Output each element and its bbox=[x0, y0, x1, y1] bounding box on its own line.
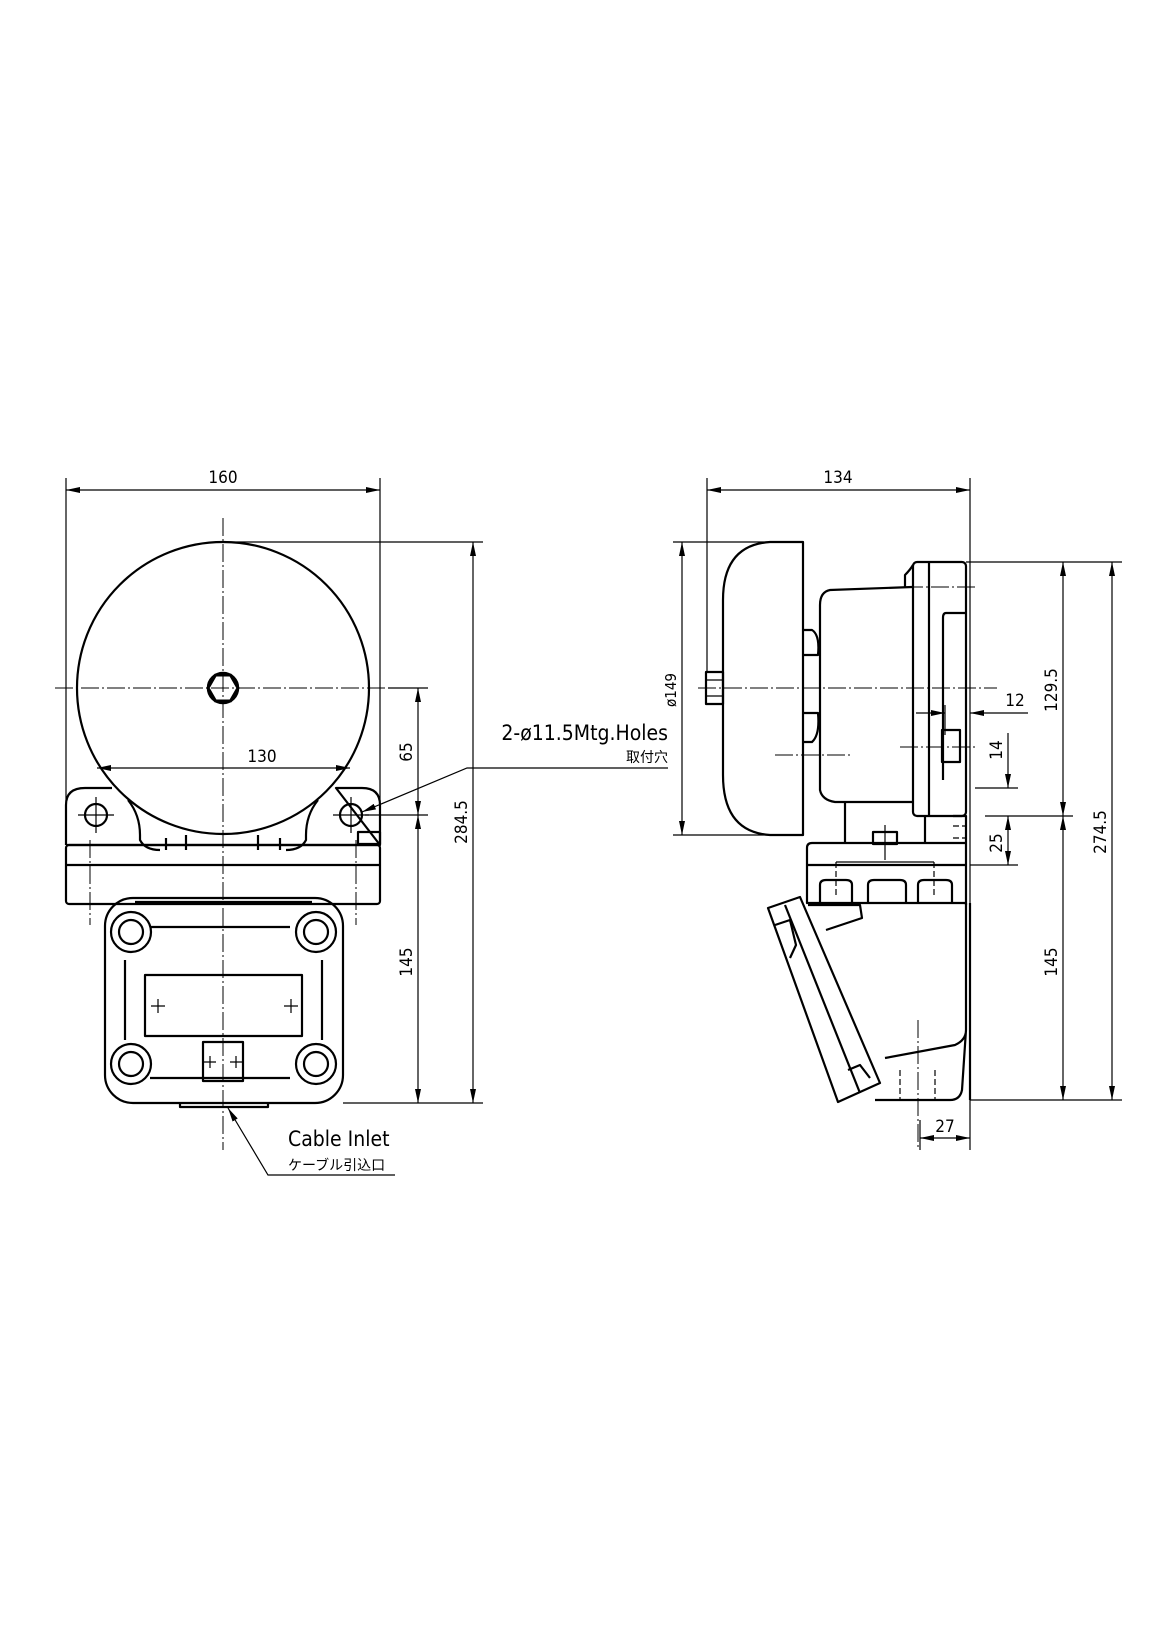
dim-depth-134: 134 bbox=[823, 468, 852, 488]
name-plate bbox=[143, 973, 304, 1038]
cable-inlet-label-jp: ケーブル引込口 bbox=[288, 1157, 385, 1174]
side-view: 134 ø149 129.5 274.5 145 12 14 25 27 bbox=[662, 468, 1122, 1150]
cover-bolts bbox=[109, 910, 338, 1086]
dim-width-160: 160 bbox=[208, 468, 237, 488]
bracket-block bbox=[805, 841, 966, 905]
dim-27: 27 bbox=[935, 1117, 954, 1137]
dim-12: 12 bbox=[1005, 691, 1024, 711]
tilted-junction-box bbox=[766, 895, 882, 1104]
base-plate bbox=[64, 843, 382, 906]
mounting-holes-label-jp: 取付穴 bbox=[626, 750, 668, 766]
cover-flange bbox=[911, 560, 968, 818]
dim-upper-height-129-5: 129.5 bbox=[1042, 668, 1062, 712]
dim-center-to-hole-65: 65 bbox=[397, 742, 417, 761]
cable-inlet-label: Cable Inlet bbox=[288, 1127, 389, 1151]
lower-body bbox=[875, 903, 968, 1102]
bell-bolt bbox=[704, 670, 725, 706]
housing bbox=[818, 585, 913, 804]
bell-profile bbox=[721, 540, 805, 837]
dim-hole-spacing-130: 130 bbox=[247, 747, 276, 767]
front-view: 160 130 284.5 65 145 2-ø11.5Mtg.Holes 取付… bbox=[55, 468, 668, 1176]
dim-total-height-274-5: 274.5 bbox=[1091, 810, 1111, 854]
mounting-holes-label: 2-ø11.5Mtg.Holes bbox=[501, 721, 668, 745]
terminal-plate bbox=[201, 1040, 245, 1083]
dim-bell-diameter-149: ø149 bbox=[662, 673, 680, 707]
junction-box bbox=[103, 896, 345, 1105]
dim-total-height-284-5: 284.5 bbox=[452, 800, 472, 844]
dim-25: 25 bbox=[987, 833, 1007, 852]
dim-lower-height-145: 145 bbox=[1042, 947, 1062, 976]
dim-14: 14 bbox=[987, 740, 1007, 759]
dim-hole-to-bottom-145: 145 bbox=[397, 947, 417, 976]
